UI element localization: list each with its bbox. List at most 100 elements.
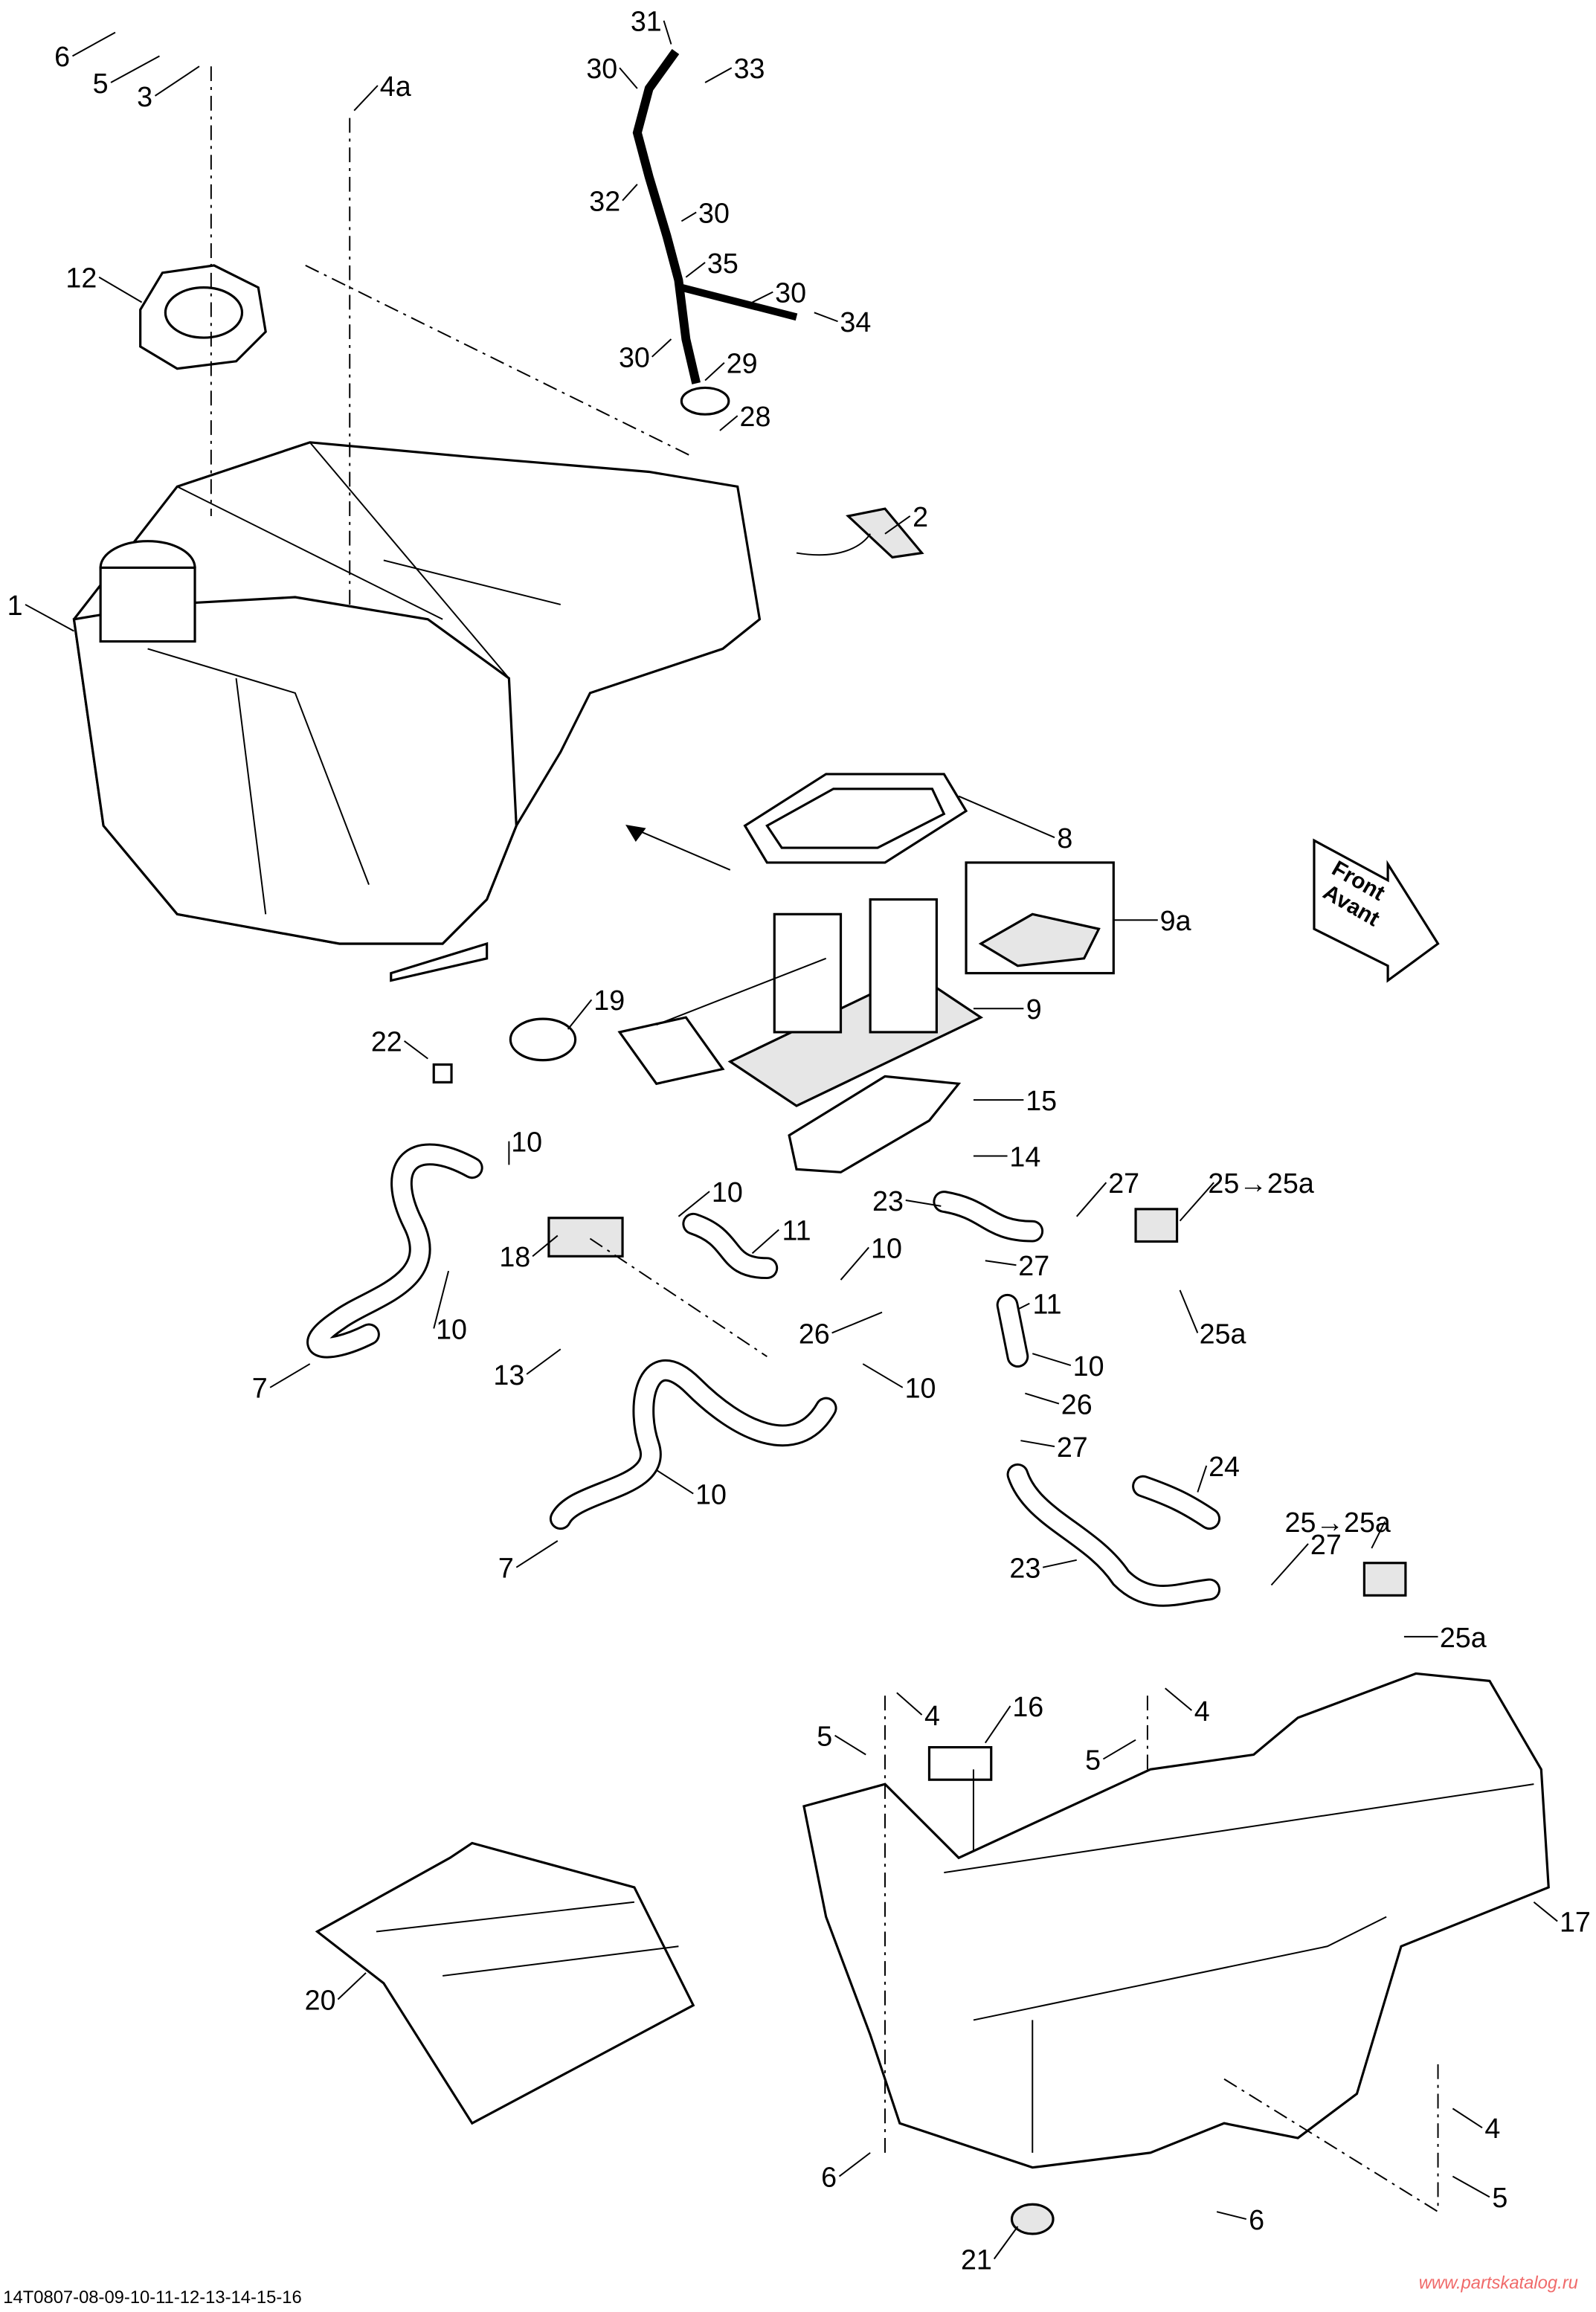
- callout-label: 10: [905, 1373, 936, 1404]
- callout-label: 4: [924, 1700, 940, 1731]
- leader-line: [1452, 2175, 1490, 2198]
- leader-line: [1197, 1465, 1208, 1493]
- leader-line: [1102, 1739, 1136, 1760]
- callout-label: 5: [1085, 1744, 1101, 1775]
- callout-30: 30: [680, 197, 730, 228]
- callout-label: 4: [1484, 2113, 1500, 2144]
- fuel-hoses: [306, 1143, 1221, 1607]
- callout-label: 20: [305, 1985, 336, 2016]
- callout-label: 21: [961, 2244, 992, 2275]
- callout-10: 10: [678, 1176, 743, 1217]
- callout-14: 14: [973, 1141, 1040, 1172]
- leader-line: [840, 1246, 869, 1281]
- callout-label: 10: [436, 1313, 467, 1345]
- callout-17: 17: [1533, 1902, 1591, 1937]
- callout-label: 28: [740, 401, 771, 432]
- callout-19: 19: [567, 985, 625, 1030]
- callout-27: 27: [1270, 1529, 1342, 1586]
- callout-label: 3: [137, 81, 152, 112]
- callout-label: 5: [93, 68, 109, 99]
- leader-line: [704, 362, 725, 381]
- callout-label: 30: [775, 277, 806, 308]
- leader-line: [567, 999, 593, 1030]
- callout-label: 26: [799, 1318, 830, 1349]
- leader-line: [834, 1734, 866, 1756]
- callout-33: 33: [704, 53, 765, 84]
- callout-label: 26: [1061, 1388, 1093, 1420]
- leader-line: [1017, 1302, 1030, 1310]
- callout-label: 27: [1018, 1250, 1049, 1281]
- callout-2: 2: [884, 501, 928, 535]
- callout-6: 6: [821, 2152, 871, 2192]
- callout-label: 11: [782, 1215, 811, 1246]
- callout-label: 31: [631, 6, 662, 37]
- front-direction-arrow: Front Avant: [1313, 838, 1440, 983]
- leader-line: [719, 415, 739, 431]
- callout-label: 7: [252, 1373, 268, 1404]
- leader-line: [958, 795, 1055, 839]
- callout-label: 25→25a: [1285, 1507, 1391, 1538]
- leader-line: [515, 1540, 559, 1568]
- callout-13: 13: [493, 1348, 562, 1391]
- callout-4: 4: [1165, 1687, 1210, 1727]
- leader-line: [337, 1972, 367, 2000]
- callout-25a: 25a: [1403, 1622, 1487, 1653]
- callout-5: 5: [1452, 2175, 1507, 2213]
- leader-line: [884, 515, 911, 535]
- leader-line: [353, 85, 379, 112]
- leader-line: [656, 1469, 694, 1495]
- callout-10: 10: [433, 1270, 467, 1345]
- callout-3: 3: [137, 65, 200, 112]
- callout-label: 6: [1249, 2204, 1264, 2235]
- callout-10: 10: [1032, 1350, 1104, 1382]
- callout-label: 35: [707, 248, 739, 279]
- callout-label: 5: [817, 1721, 832, 1752]
- callout-label: 10: [511, 1127, 542, 1158]
- callout-label: 23: [1009, 1553, 1040, 1584]
- callout-26: 26: [799, 1311, 883, 1349]
- leader-line: [896, 1692, 923, 1716]
- leader-line: [685, 262, 706, 278]
- callout-label: 23: [872, 1185, 904, 1217]
- callout-27: 27: [1075, 1168, 1139, 1217]
- callout-27: 27: [1020, 1432, 1088, 1463]
- callout-10: 10: [656, 1469, 727, 1510]
- leader-line: [1025, 1392, 1060, 1405]
- leader-line: [532, 1234, 559, 1258]
- leader-line: [678, 1191, 710, 1217]
- leader-line: [985, 1260, 1017, 1266]
- callout-label: 10: [712, 1176, 743, 1208]
- leader-line: [25, 604, 74, 632]
- callout-label: 32: [589, 186, 620, 217]
- callout-16: 16: [984, 1691, 1043, 1744]
- callout-label: 25a: [1440, 1622, 1487, 1653]
- callout-5: 5: [93, 55, 160, 99]
- callout-label: 8: [1057, 822, 1072, 854]
- leader-line: [526, 1348, 562, 1375]
- callout-25a: 25a: [1179, 1289, 1246, 1349]
- fuel-filter: [547, 1217, 624, 1258]
- callout-6: 6: [1216, 2204, 1264, 2235]
- callout-4: 4: [896, 1692, 940, 1731]
- callout-label: 27: [1057, 1432, 1088, 1463]
- leader-line: [905, 1200, 942, 1207]
- leader-line: [433, 1270, 450, 1329]
- callout-label: 24: [1209, 1451, 1240, 1482]
- callout-28: 28: [719, 401, 771, 432]
- callout-15: 15: [973, 1085, 1057, 1116]
- callout-18: 18: [499, 1234, 559, 1272]
- leader-line: [663, 20, 672, 45]
- callout-10: 10: [862, 1363, 936, 1404]
- callout-11: 11: [751, 1215, 811, 1255]
- callout-32: 32: [589, 184, 638, 217]
- callout-30: 30: [619, 338, 672, 373]
- fuel-tank: [72, 441, 762, 982]
- fuel-cap: [139, 264, 267, 370]
- leader-line: [98, 276, 143, 303]
- callout-label: 5: [1492, 2182, 1507, 2213]
- callout-label: 30: [698, 197, 730, 228]
- callout-label: 25→25a: [1208, 1168, 1313, 1199]
- leader-line: [751, 1229, 779, 1255]
- callout-2525a: 25→25a: [1285, 1507, 1391, 1549]
